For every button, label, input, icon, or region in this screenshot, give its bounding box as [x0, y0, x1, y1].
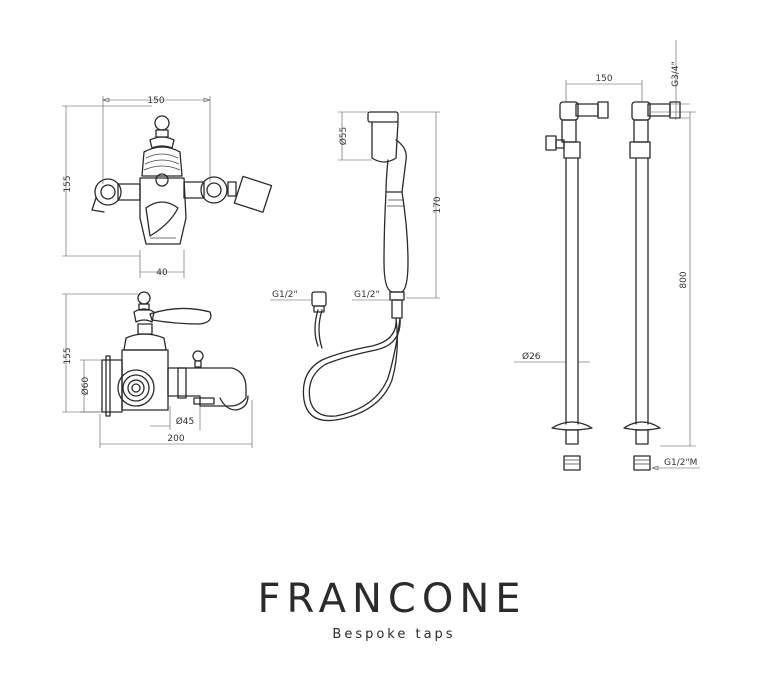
mixer-front-view: 155 Ø60 Ø45 200	[62, 291, 253, 448]
dim-standpipe-spacing: 150	[595, 74, 612, 84]
standpipes: 150 G3/4" 800 Ø26 G1/2"M	[514, 40, 700, 471]
dim-handshower-diameter: Ø55	[338, 127, 349, 146]
dim-mixer-top-height: 155	[63, 175, 73, 192]
brand-logo: FRANCONE Bespoke taps	[257, 576, 526, 642]
dim-mixer-front-width: 200	[167, 434, 184, 444]
dim-standpipe-height: 800	[679, 271, 689, 288]
dim-mixer-front-diameter: Ø60	[80, 376, 91, 395]
dim-hose-connector-left: G1/2"	[272, 290, 298, 300]
mixer-top-view: 150 155 40	[62, 96, 273, 278]
hand-shower-and-hose: Ø55 170 G1/2" G1/2"	[270, 111, 443, 422]
dim-standpipe-diameter: Ø26	[522, 351, 541, 362]
dim-mixer-front-outlet: Ø45	[176, 416, 195, 427]
dim-mixer-top-spout: 40	[156, 268, 168, 278]
dim-mixer-front-height: 155	[63, 347, 73, 364]
dim-hose-connector-right: G1/2"	[354, 290, 380, 300]
dim-mixer-top-width: 150	[147, 96, 164, 106]
brand-tagline: Bespoke taps	[332, 627, 455, 642]
dim-standpipe-bottom-thread: G1/2"M	[664, 458, 697, 468]
dim-handshower-length: 170	[433, 196, 443, 213]
brand-name: FRANCONE	[257, 576, 526, 622]
dim-standpipe-top-thread: G3/4"	[671, 61, 681, 87]
